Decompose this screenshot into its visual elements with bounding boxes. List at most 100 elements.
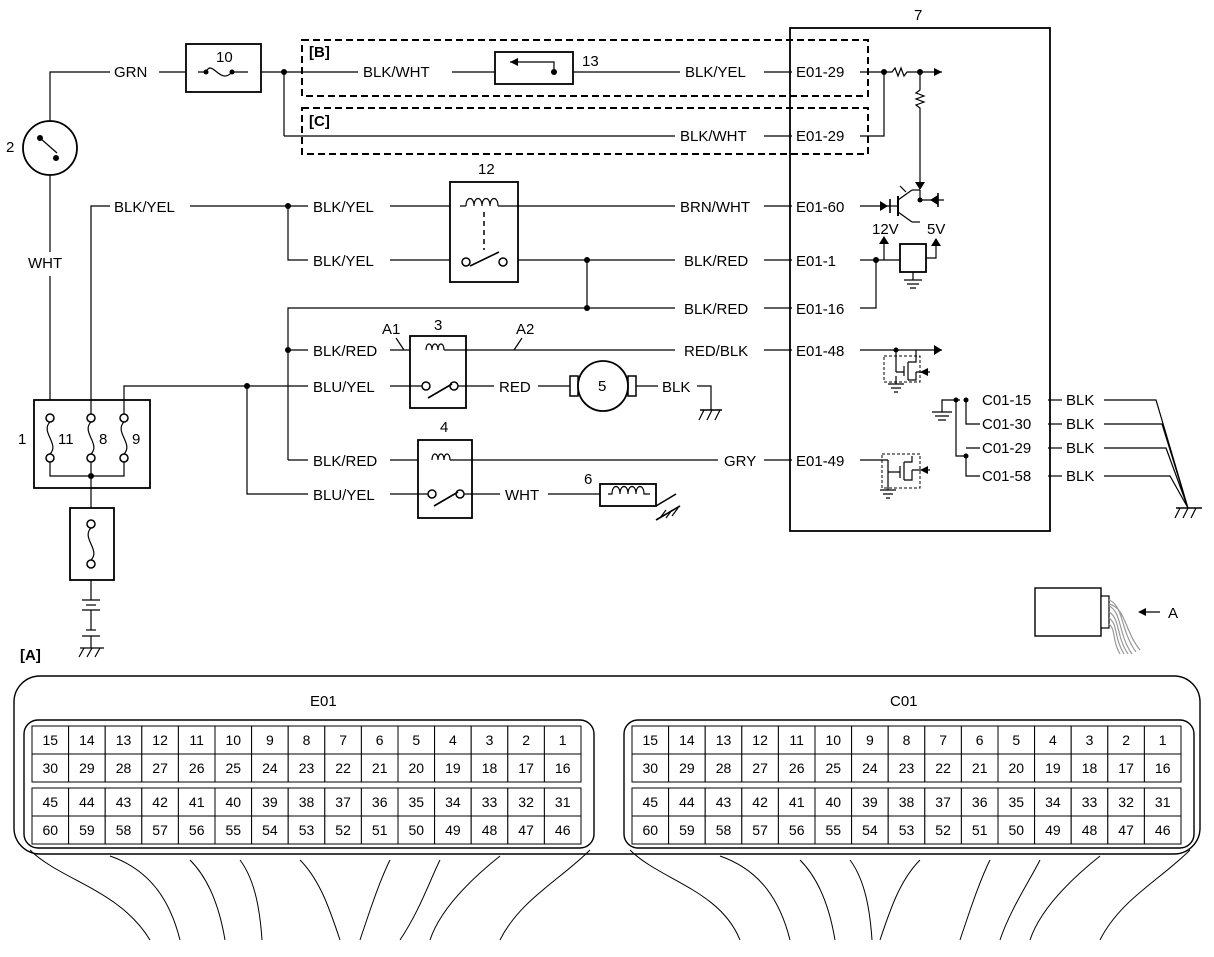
- voltage-5v: 5V: [927, 221, 945, 238]
- c01-pin-cell: [741, 815, 779, 845]
- e01-pin-label: 3: [486, 732, 494, 748]
- c01-pin-label: 48: [1082, 822, 1098, 838]
- c01-pin-cell: [704, 815, 743, 845]
- wire-label-grn: GRN: [114, 64, 147, 81]
- e01-pin-cell: [397, 787, 436, 817]
- point-label-a1: A1: [382, 321, 400, 338]
- e01-pin-cell: [251, 753, 289, 783]
- c01-pin-cell: [887, 787, 926, 817]
- c01-pin-cell: [777, 753, 816, 783]
- e01-pin-cell: [543, 787, 582, 817]
- component-1-number: 1: [18, 431, 26, 448]
- e01-pin-cell: [470, 787, 509, 817]
- e01-pin-label: 39: [262, 794, 278, 810]
- c01-pin-label: 20: [1009, 760, 1025, 776]
- e01-pin-label: 2: [522, 732, 530, 748]
- c01-pin-label: 34: [1045, 794, 1061, 810]
- e01-pin-label: 51: [372, 822, 388, 838]
- e01-pin-label: 50: [409, 822, 425, 838]
- e01-pin-label: 26: [189, 760, 205, 776]
- e01-pin-label: 54: [262, 822, 278, 838]
- e01-pin-label: 38: [299, 794, 315, 810]
- wire-label-blk-yel-r1: BLK/YEL: [313, 199, 374, 216]
- e01-pin-label: 1: [559, 732, 567, 748]
- c01-pin-label: 50: [1009, 822, 1025, 838]
- c01-pin-label: 56: [789, 822, 805, 838]
- e01-pin-cell: [543, 815, 582, 845]
- e01-pin-cell: [434, 725, 472, 755]
- heater-6: 6: [584, 471, 681, 521]
- c01-pin-label: 52: [935, 822, 951, 838]
- e01-pin-label: 44: [79, 794, 95, 810]
- wire-label-blk-c1: BLK: [1066, 392, 1094, 409]
- wire-label-blk-wht-c: BLK/WHT: [680, 128, 747, 145]
- c01-pin-label: 5: [1012, 732, 1020, 748]
- c01-pin-label: 37: [935, 794, 951, 810]
- c01-pin-cell: [1143, 815, 1182, 845]
- c01-pin-cell: [960, 787, 999, 817]
- e01-pin-cell: [470, 725, 509, 755]
- terminal-e01-1: E01-1: [796, 253, 836, 270]
- e01-pin-label: 40: [226, 794, 242, 810]
- e01-pin-label: 53: [299, 822, 315, 838]
- e01-pin-cell: [324, 753, 362, 783]
- c01-pin-label: 55: [826, 822, 842, 838]
- wire-label-blk-c4: BLK: [1066, 468, 1094, 485]
- component-11-number: 11: [58, 431, 74, 448]
- wire-label-red-blk: RED/BLK: [684, 343, 748, 360]
- c01-pin-label: 44: [679, 794, 695, 810]
- c01-pin-label: 24: [862, 760, 878, 776]
- terminal-e01-49: E01-49: [796, 453, 844, 470]
- harness-wires: [29, 849, 1191, 941]
- point-label-a2: A2: [516, 321, 534, 338]
- e01-pin-cell: [324, 815, 362, 845]
- fuel-pump-motor-5: 5: [569, 360, 637, 412]
- e01-pin-cell: [507, 725, 545, 755]
- c01-pin-cell: [814, 787, 853, 817]
- e01-pin-cell: [68, 753, 106, 783]
- ground-ecm: [1174, 507, 1202, 519]
- wire-label-blu-yel-3: BLU/YEL: [313, 379, 375, 396]
- e01-pin-cell: [214, 815, 253, 845]
- c01-pin-label: 54: [862, 822, 878, 838]
- terminal-c01-30: C01-30: [982, 416, 1031, 433]
- e01-pin-label: 8: [303, 732, 311, 748]
- e01-pin-label: 43: [116, 794, 132, 810]
- ecm-transistor-60: [860, 185, 944, 223]
- c01-pin-label: 43: [716, 794, 732, 810]
- c01-pin-label: 2: [1122, 732, 1130, 748]
- c01-pin-label: 31: [1155, 794, 1171, 810]
- c01-pin-label: 9: [866, 732, 874, 748]
- e01-pin-label: 21: [372, 760, 388, 776]
- e01-pin-label: 13: [116, 732, 132, 748]
- e01-pin-label: 23: [299, 760, 315, 776]
- component-13-number: 13: [582, 53, 599, 70]
- region-c: [301, 107, 869, 155]
- e01-pin-cell: [360, 753, 399, 783]
- c01-pin-label: 13: [716, 732, 732, 748]
- wire-label-blk-wht-b: BLK/WHT: [363, 64, 430, 81]
- c01-pin-label: 59: [679, 822, 695, 838]
- c01-pin-cell: [1034, 787, 1072, 817]
- c01-pin-label: 28: [716, 760, 732, 776]
- e01-pin-label: 58: [116, 822, 132, 838]
- e01-pin-label: 28: [116, 760, 132, 776]
- c01-pin-cell: [777, 787, 816, 817]
- c01-pin-cell: [1107, 815, 1145, 845]
- e01-pin-label: 22: [335, 760, 351, 776]
- ecm-ground-internal: [932, 397, 980, 477]
- sensor-13: 13: [494, 51, 599, 85]
- e01-pin-label: 30: [43, 760, 59, 776]
- e01-pin-cell: [507, 753, 545, 783]
- c01-pin-label: 33: [1082, 794, 1098, 810]
- c01-pin-cell: [1143, 725, 1182, 755]
- c01-pin-cell: [851, 725, 889, 755]
- c01-pin-cell: [1034, 725, 1072, 755]
- e01-pin-label: 49: [445, 822, 461, 838]
- terminal-e01-16: E01-16: [796, 301, 844, 318]
- c01-pin-cell: [814, 815, 853, 845]
- connector-e01-title: E01: [310, 693, 337, 710]
- e01-pin-cell: [31, 725, 70, 755]
- e01-pin-label: 55: [226, 822, 242, 838]
